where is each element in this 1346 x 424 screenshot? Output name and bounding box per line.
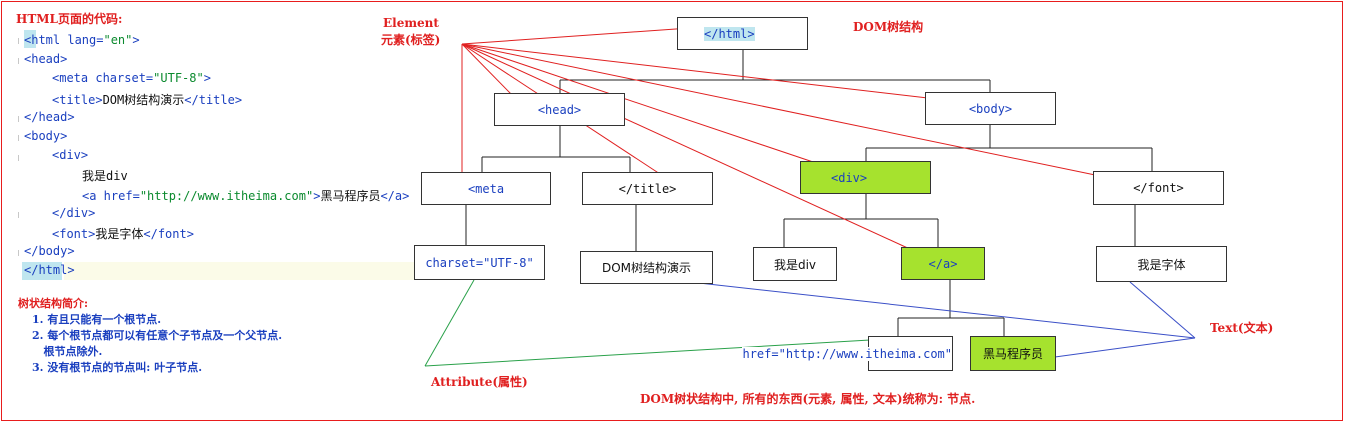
node-div-text: 我是div xyxy=(753,247,837,281)
code-tag: <div> xyxy=(52,148,89,163)
node-a: </a> xyxy=(901,247,985,280)
node-meta: <meta xyxy=(421,172,551,205)
dom-title: DOM树结构 xyxy=(853,20,924,34)
code-end: > xyxy=(313,188,321,203)
code-text: DOM树结构演示 xyxy=(102,92,185,107)
code-line: 我是div xyxy=(82,167,128,184)
code-line: </body> xyxy=(24,244,75,258)
code-tag: <font> xyxy=(52,227,96,241)
code-tag: <html xyxy=(24,33,61,47)
note-item: 3. 没有根节点的节点叫: 叶子节点. xyxy=(32,361,203,374)
note-item: 1. 有且只能有一个根节点. xyxy=(32,313,162,326)
code-line: <meta charset="UTF-8"> xyxy=(52,71,211,85)
attribute-label: Attribute(属性) xyxy=(431,375,528,389)
code-val: "UTF-8" xyxy=(153,71,204,86)
node-html: </html> xyxy=(677,17,808,50)
code-title: HTML页面的代码: xyxy=(16,12,123,26)
code-text: 我是字体 xyxy=(95,227,144,241)
code-tag: <title> xyxy=(52,92,103,107)
node-charset: charset="UTF-8" xyxy=(414,245,545,280)
gutter-marker xyxy=(18,58,23,64)
code-line: <html lang="en"> xyxy=(24,33,140,47)
code-end2: </a> xyxy=(380,188,410,203)
node-a-text: 黑马程序员 xyxy=(970,336,1056,371)
code-line: <body> xyxy=(24,129,67,143)
code-line: <a href="http://www.itheima.com">黑马程序员</… xyxy=(82,187,409,204)
code-line: </div> xyxy=(52,206,95,220)
node-font-text: 我是字体 xyxy=(1096,246,1227,282)
element-label: Element xyxy=(383,16,439,30)
node-href: href="http://www.itheima.com" xyxy=(742,336,953,371)
gutter-marker xyxy=(18,155,23,161)
gutter-marker xyxy=(18,38,23,44)
line-highlight xyxy=(64,262,414,280)
code-end: > xyxy=(203,71,211,86)
code-attr: href= xyxy=(96,188,140,203)
node-head: <head> xyxy=(494,93,625,126)
code-line: <div> xyxy=(52,148,88,162)
text-label: Text(文本) xyxy=(1210,321,1274,335)
code-line: <head> xyxy=(24,52,67,66)
gutter-marker xyxy=(18,250,23,256)
note-item: 2. 每个根节点都可以有任意个子节点及一个父节点. xyxy=(32,329,283,342)
gutter-marker xyxy=(18,116,23,122)
node-body: <body> xyxy=(925,92,1056,125)
code-tag: <head> xyxy=(24,52,68,67)
footer-note: DOM树状结构中, 所有的东西(元素, 属性, 文本)统称为: 节点. xyxy=(640,392,976,406)
code-tag: <meta xyxy=(52,71,89,86)
code-end: </font> xyxy=(143,227,194,241)
code-line: </html> xyxy=(24,263,75,277)
code-tag: </html> xyxy=(24,263,75,278)
code-tag: </body> xyxy=(24,244,75,259)
node-title: </title> xyxy=(582,172,713,205)
code-val: "en" xyxy=(103,33,133,47)
node-font: </font> xyxy=(1093,171,1224,205)
code-text2: 黑马程序员 xyxy=(320,188,381,203)
code-end: </title> xyxy=(184,92,243,107)
code-end: > xyxy=(132,33,140,47)
cursor-highlight xyxy=(24,30,36,48)
code-tag: </div> xyxy=(52,205,96,220)
gutter-marker xyxy=(18,212,23,218)
note-item: 根节点除外. xyxy=(32,345,103,358)
code-tag: <a xyxy=(82,188,97,203)
node-title-text: DOM树结构演示 xyxy=(580,251,713,284)
code-attr: charset= xyxy=(88,71,154,86)
code-line: </head> xyxy=(24,110,75,124)
end-highlight xyxy=(22,262,62,280)
code-attr: lang= xyxy=(60,33,104,47)
code-tag: <body> xyxy=(24,129,68,143)
gutter-marker xyxy=(18,135,23,141)
node-div: <div> xyxy=(800,161,931,194)
code-text: 我是div xyxy=(82,169,128,184)
notes-heading: 树状结构简介: xyxy=(18,297,89,310)
element-cn-label: 元素(标签) xyxy=(381,33,441,47)
code-tag: </head> xyxy=(24,109,75,124)
code-line: <font>我是字体</font> xyxy=(52,225,194,242)
code-line: <title>DOM树结构演示</title> xyxy=(52,91,242,108)
code-val: "http://www.itheima.com" xyxy=(139,188,314,203)
